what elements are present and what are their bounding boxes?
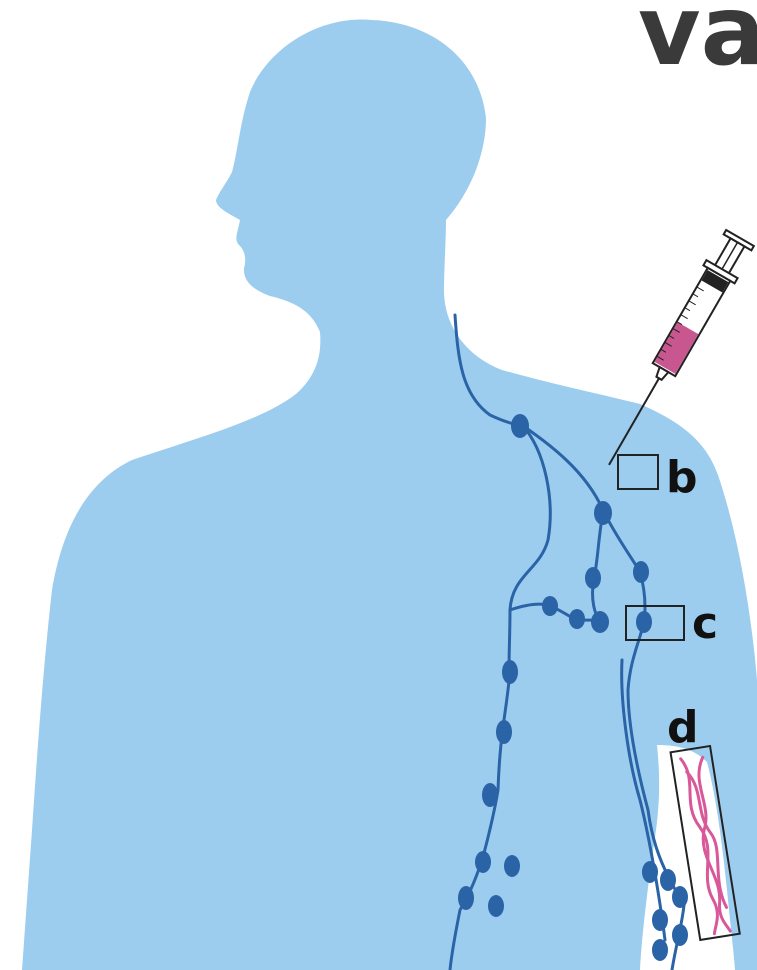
lymph-node	[660, 869, 676, 891]
lymph-node	[488, 895, 504, 917]
lymph-node	[475, 851, 491, 873]
lymph-node	[633, 561, 649, 583]
label-d: d	[667, 702, 699, 753]
lymph-node	[594, 501, 612, 525]
lymph-node	[496, 720, 512, 744]
lymph-node	[502, 660, 518, 684]
lymph-node	[636, 611, 652, 633]
label-b: b	[666, 452, 698, 503]
lymph-node	[482, 783, 498, 807]
lymph-node	[585, 567, 601, 589]
lymph-node	[642, 861, 658, 883]
lymph-node	[542, 596, 558, 616]
lymph-node	[569, 609, 585, 629]
lymph-node	[652, 939, 668, 961]
lymph-node	[458, 886, 474, 910]
lymph-node	[672, 886, 688, 908]
lymph-node	[652, 909, 668, 931]
lymph-node	[591, 611, 609, 633]
lymph-node	[672, 924, 688, 946]
label-c: c	[692, 598, 718, 649]
lymph-node	[504, 855, 520, 877]
title-fragment: va	[638, 0, 757, 87]
lymph-node	[511, 414, 529, 438]
